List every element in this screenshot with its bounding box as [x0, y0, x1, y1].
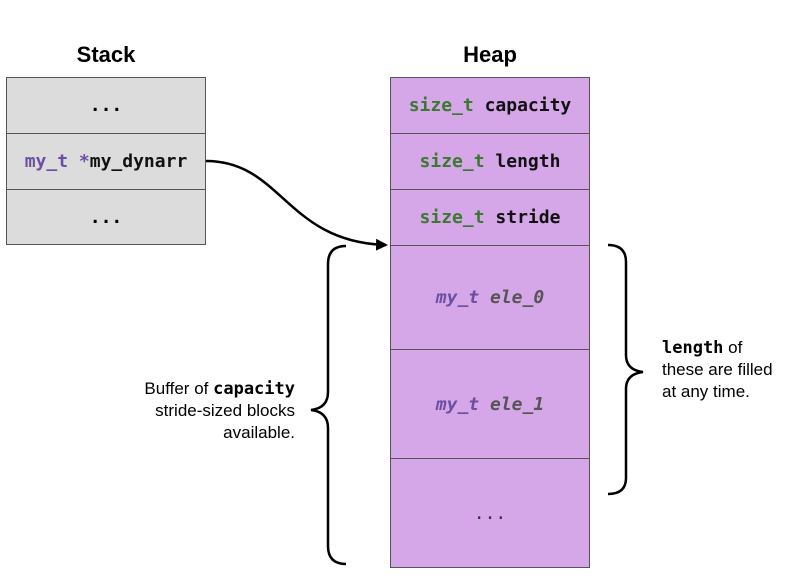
heap-field-length: size_t length — [390, 133, 590, 190]
field-type: size_t — [419, 207, 485, 228]
heap-element-0: my_t ele_0 — [390, 245, 590, 350]
capacity-term: capacity — [213, 379, 295, 399]
length-term: length — [662, 338, 724, 358]
heap-title: Heap — [463, 42, 517, 67]
heap-field-capacity: size_t capacity — [390, 77, 590, 134]
field-name: stride — [495, 207, 561, 228]
stack-cell-bottom: ... — [6, 189, 206, 245]
field-name: capacity — [484, 95, 572, 116]
length-annotation: length of these are filled at any time. — [662, 337, 797, 403]
field-type: size_t — [408, 95, 474, 116]
capacity-annotation-line3: available. — [223, 423, 295, 442]
element-name: ele_1 — [490, 393, 545, 415]
element-type: my_t — [435, 393, 480, 415]
stack-ellipsis: ... — [89, 206, 123, 228]
heap-element-1: my_t ele_1 — [390, 349, 590, 459]
capacity-annotation-line2: stride-sized blocks — [155, 401, 295, 420]
capacity-annotation-line1: Buffer of capacity — [144, 379, 295, 399]
pointer-star: * — [78, 151, 90, 172]
length-annotation-line1: length of — [662, 338, 743, 358]
pointer-arrow — [205, 159, 388, 251]
length-annotation-line2: these are filled — [662, 360, 773, 379]
stack-ellipsis: ... — [89, 95, 123, 116]
length-annotation-line3: at any time. — [662, 382, 750, 401]
stack-cell-pointer: my_t *my_dynarr — [6, 133, 206, 190]
element-name: ele_0 — [490, 287, 545, 308]
capacity-annotation: Buffer of capacity stride-sized blocks a… — [100, 378, 295, 444]
heap-element-rest: ... — [390, 458, 590, 568]
capacity-brace — [310, 244, 347, 566]
pointer-name: my_dynarr — [89, 151, 188, 172]
field-type: size_t — [419, 151, 485, 172]
heap-field-stride: size_t stride — [390, 189, 590, 246]
stack-title: Stack — [76, 42, 136, 67]
element-type: my_t — [435, 287, 480, 308]
length-brace — [607, 243, 644, 496]
heap-ellipsis: ... — [473, 502, 507, 524]
field-name: length — [495, 151, 561, 172]
pointer-type: my_t — [24, 151, 69, 172]
